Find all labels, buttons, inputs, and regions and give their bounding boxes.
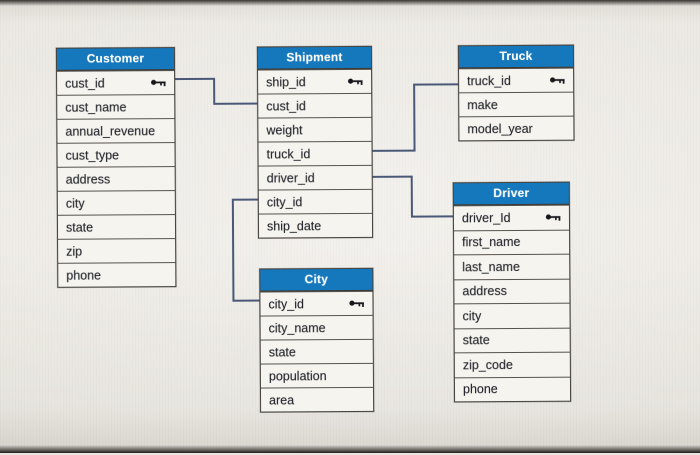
- primary-key-icon: [550, 76, 565, 84]
- column-name: ship_date: [266, 218, 322, 234]
- column-name: state: [462, 333, 490, 348]
- column-row-driver-driver_Id: driver_Id: [453, 204, 570, 230]
- column-name: population: [268, 368, 327, 383]
- column-row-driver-first_name: first_name: [454, 229, 570, 255]
- primary-key-icon: [151, 79, 166, 86]
- column-name: city_name: [268, 320, 326, 335]
- column-row-customer-cust_id: cust_id: [57, 70, 175, 95]
- column-name: cust_name: [65, 99, 127, 115]
- column-name: state: [268, 344, 296, 359]
- column-row-truck-make: make: [459, 91, 574, 117]
- column-name: ship_id: [266, 74, 306, 90]
- column-row-shipment-truck_id: truck_id: [258, 140, 372, 166]
- primary-key-icon-wrap: [150, 78, 167, 88]
- column-row-driver-city: city: [454, 302, 570, 328]
- column-row-customer-cust_name: cust_name: [57, 94, 175, 119]
- column-name: cust_type: [65, 147, 120, 163]
- photo-edge-top: [0, 0, 700, 6]
- primary-key-icon-wrap: [549, 75, 566, 85]
- primary-key-icon: [545, 214, 561, 221]
- column-row-driver-state: state: [454, 327, 570, 353]
- column-name: address: [462, 284, 507, 299]
- column-row-truck-model_year: model_year: [459, 115, 574, 141]
- column-name: zip_code: [462, 357, 513, 373]
- table-title-driver: Driver: [453, 182, 569, 206]
- table-title-city: City: [260, 268, 373, 292]
- column-name: city: [462, 308, 482, 324]
- column-row-customer-phone: phone: [58, 262, 176, 287]
- column-row-city-area: area: [260, 386, 374, 412]
- column-row-customer-cust_type: cust_type: [57, 142, 175, 167]
- column-name: phone: [462, 382, 498, 397]
- column-row-city-city_name: city_name: [260, 314, 373, 340]
- column-name: area: [269, 392, 295, 407]
- column-name: zip: [66, 244, 83, 259]
- primary-key-icon-wrap: [545, 212, 562, 222]
- column-row-shipment-weight: weight: [258, 116, 372, 142]
- column-row-city-city_id: city_id: [260, 290, 373, 316]
- column-row-shipment-ship_id: ship_id: [258, 68, 372, 94]
- column-row-city-state: state: [260, 338, 373, 364]
- column-row-driver-address: address: [454, 278, 570, 304]
- primary-key-icon-wrap: [347, 76, 364, 86]
- column-row-truck-truck_id: truck_id: [459, 67, 574, 93]
- column-name: weight: [266, 122, 303, 138]
- primary-key-icon: [348, 78, 363, 85]
- primary-key-icon: [349, 300, 364, 307]
- column-name: last_name: [462, 259, 520, 275]
- relationship-line-customer-shipment: [173, 77, 258, 105]
- column-name: city_id: [266, 194, 303, 210]
- relationship-line-shipment-driver: [370, 175, 453, 218]
- column-name: city: [65, 196, 85, 211]
- column-name: address: [65, 171, 111, 187]
- column-row-customer-address: address: [57, 166, 175, 191]
- column-row-shipment-ship_date: ship_date: [258, 212, 373, 238]
- primary-key-icon-wrap: [348, 298, 365, 308]
- column-name: truck_id: [266, 146, 311, 162]
- column-name: driver_Id: [461, 210, 511, 226]
- column-row-driver-zip_code: zip_code: [454, 351, 570, 377]
- column-name: driver_id: [266, 170, 315, 186]
- column-row-driver-last_name: last_name: [454, 253, 570, 279]
- column-name: cust_id: [266, 98, 306, 114]
- column-row-customer-state: state: [57, 214, 176, 239]
- column-name: annual_revenue: [65, 123, 156, 139]
- column-name: model_year: [467, 121, 533, 136]
- column-name: city_id: [268, 296, 304, 311]
- column-name: make: [467, 97, 498, 112]
- column-name: first_name: [462, 235, 521, 250]
- photo-edge-bottom: [0, 445, 700, 453]
- column-row-driver-phone: phone: [454, 376, 571, 402]
- column-name: state: [65, 220, 94, 235]
- table-title-truck: Truck: [458, 45, 574, 69]
- column-name: truck_id: [467, 73, 511, 88]
- relationship-line-shipment-city: [231, 198, 260, 302]
- column-row-customer-zip: zip: [58, 238, 176, 263]
- column-row-city-population: population: [260, 362, 373, 388]
- column-row-customer-city: city: [57, 190, 175, 215]
- column-row-shipment-cust_id: cust_id: [258, 92, 372, 118]
- column-row-customer-annual_revenue: annual_revenue: [57, 118, 175, 143]
- table-title-customer: Customer: [56, 48, 175, 71]
- column-row-shipment-driver_id: driver_id: [258, 164, 372, 190]
- relationship-line-shipment-truck: [370, 83, 459, 152]
- column-row-shipment-city_id: city_id: [258, 188, 372, 214]
- column-name: cust_id: [65, 75, 105, 91]
- table-title-shipment: Shipment: [257, 46, 372, 70]
- column-name: phone: [66, 268, 102, 283]
